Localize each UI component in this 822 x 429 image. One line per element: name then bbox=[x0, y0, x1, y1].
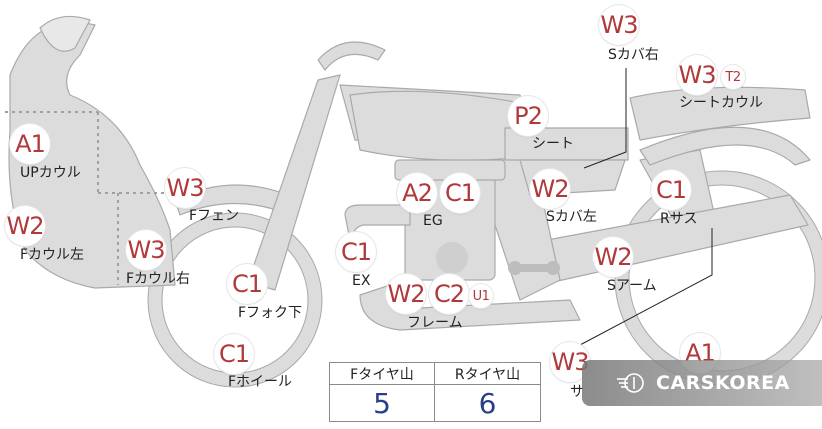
badge-rsus: C1 bbox=[651, 170, 691, 210]
badge-ex: C1 bbox=[336, 232, 376, 272]
badge-sarm: W2 bbox=[593, 237, 633, 277]
badge-scover-left: W2 bbox=[530, 169, 570, 209]
fuel-tank bbox=[349, 90, 516, 161]
carskorea-logo-icon bbox=[617, 373, 644, 393]
badge-fcowl-left: W2 bbox=[5, 206, 45, 246]
label-eg: EG bbox=[423, 213, 443, 229]
label-fcowl-right: Fカウル右 bbox=[126, 271, 191, 287]
badge-eg-a2: A2 bbox=[397, 173, 437, 213]
label-seatcowl: シートカウル bbox=[679, 95, 763, 111]
badge-scover-right: W3 bbox=[599, 5, 639, 45]
badge-ffender: W3 bbox=[165, 168, 205, 208]
label-frame: フレーム bbox=[407, 315, 463, 331]
badge-frame-w2: W2 bbox=[386, 274, 426, 314]
label-ffork: Fフォク下 bbox=[238, 305, 303, 321]
badge-frame-u1: U1 bbox=[469, 284, 493, 308]
front-tire-header: Fタイヤ山 bbox=[330, 363, 435, 385]
badge-fwheel: C1 bbox=[214, 334, 254, 374]
badge-seatcowl-t2: T2 bbox=[721, 65, 745, 89]
rear-tire-header: Rタイヤ山 bbox=[435, 363, 540, 385]
label-fwheel: Fホイール bbox=[228, 374, 293, 390]
badge-seat: P2 bbox=[508, 96, 548, 136]
label-seat: シート bbox=[532, 136, 574, 152]
badge-ffork: C1 bbox=[227, 264, 267, 304]
label-bottom-w3: サ bbox=[570, 384, 584, 400]
watermark-text: CARSKOREA bbox=[656, 372, 790, 394]
front-tire-value: 5 bbox=[330, 385, 435, 421]
label-scover-left: Sカバ左 bbox=[546, 209, 597, 225]
carskorea-watermark: CARSKOREA bbox=[582, 360, 822, 406]
badge-seatcowl: W3 bbox=[677, 55, 717, 95]
label-ffender: Fフェン bbox=[189, 208, 240, 224]
badge-upcowl: A1 bbox=[10, 124, 50, 164]
tire-tread-table: Fタイヤ山 Rタイヤ山 5 6 bbox=[329, 362, 541, 422]
seat-cowl bbox=[629, 86, 811, 141]
label-ex: EX bbox=[352, 273, 371, 289]
label-scover-right: Sカバ右 bbox=[608, 47, 659, 63]
badge-eg-c1: C1 bbox=[440, 173, 480, 213]
rear-tire-value: 6 bbox=[478, 386, 497, 420]
label-rsus: Rサス bbox=[660, 211, 698, 227]
label-sarm: Sアーム bbox=[607, 278, 657, 294]
badge-fcowl-right: W3 bbox=[126, 230, 166, 270]
seat bbox=[504, 127, 629, 161]
front-fork bbox=[247, 74, 341, 291]
front-wheel bbox=[148, 213, 322, 387]
label-upcowl: UPカウル bbox=[20, 165, 81, 181]
label-fcowl-left: Fカウル左 bbox=[20, 247, 85, 263]
badge-frame-c2: C2 bbox=[429, 274, 469, 314]
